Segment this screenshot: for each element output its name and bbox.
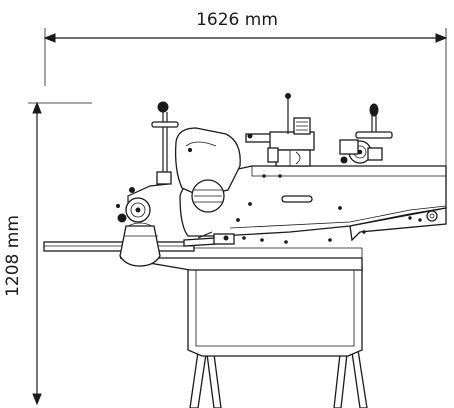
blade-guard — [174, 127, 241, 213]
depth-adjuster-right — [339, 103, 393, 164]
left-gauge-assembly — [116, 183, 169, 223]
adjuster-knob-icon — [157, 101, 169, 113]
base-cabinet — [119, 247, 363, 357]
infeed-table — [43, 241, 195, 252]
stand-legs — [189, 349, 368, 408]
height-arrow-bottom — [32, 393, 42, 406]
width-arrow-left — [43, 33, 56, 43]
machine-illustration — [43, 93, 447, 408]
depth-adjuster-left — [151, 101, 179, 185]
lubricant-container — [119, 222, 161, 267]
outfeed-section — [349, 207, 447, 242]
main-housing — [179, 165, 447, 237]
width-arrow-right — [435, 33, 448, 43]
table-lever-assembly — [183, 231, 332, 247]
housing-handle-slot — [281, 195, 313, 203]
top-motor-assembly — [245, 93, 315, 167]
height-dimension: 1208 mm — [3, 101, 92, 406]
right-knob-icon — [369, 103, 379, 117]
width-dimension: 1626 mm — [43, 10, 448, 170]
height-label: 1208 mm — [3, 215, 23, 297]
width-label: 1626 mm — [196, 10, 278, 30]
height-arrow-top — [32, 101, 42, 114]
